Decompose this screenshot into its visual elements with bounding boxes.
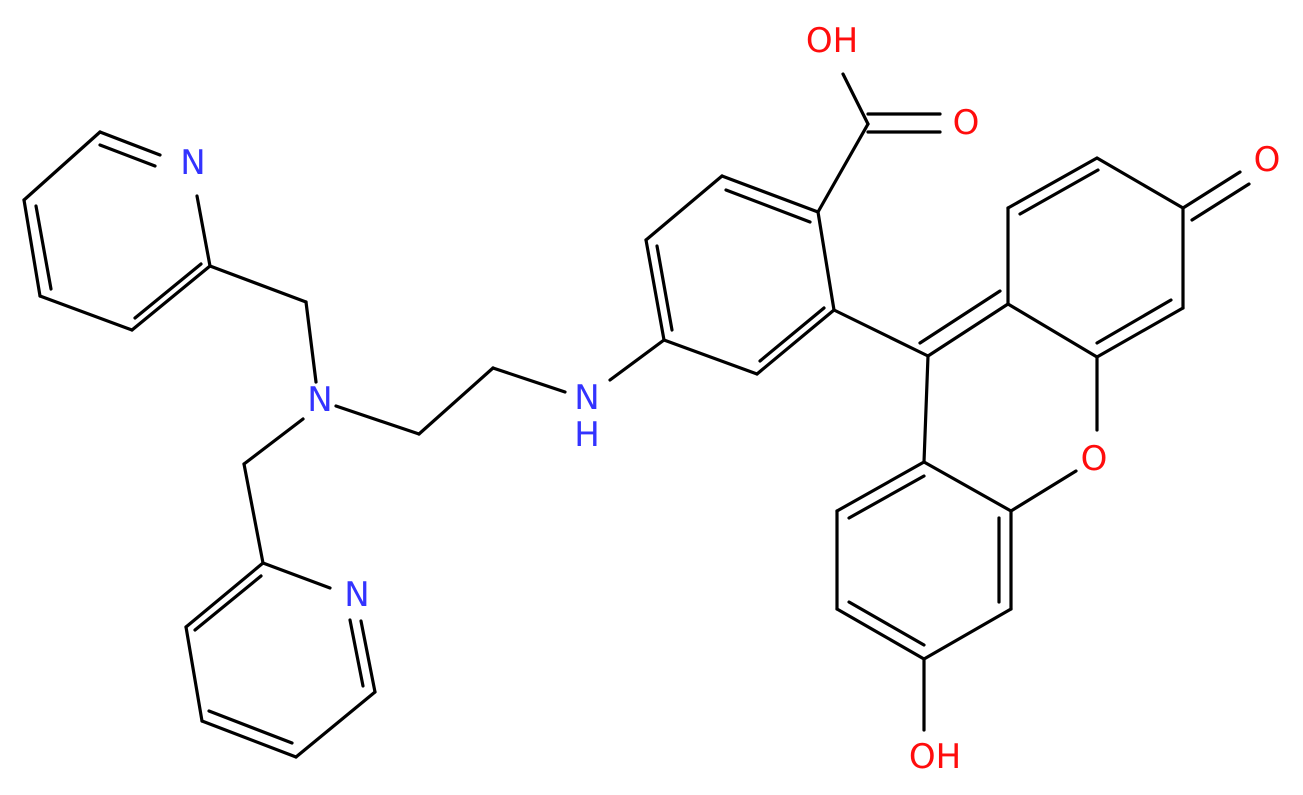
- bond: [98, 143, 157, 168]
- bond: [662, 338, 759, 376]
- bond: [242, 462, 265, 565]
- bond: [841, 72, 870, 126]
- bond: [261, 561, 332, 590]
- bond: [1006, 156, 1099, 210]
- bond: [608, 338, 666, 382]
- bond: [193, 574, 263, 632]
- bond: [816, 210, 836, 312]
- bond: [334, 404, 421, 436]
- bond: [184, 561, 265, 629]
- bond: [242, 417, 305, 466]
- bond: [208, 264, 308, 304]
- bond: [835, 460, 926, 513]
- atom-nh: N: [574, 378, 599, 418]
- bond: [922, 354, 930, 464]
- atom-oh-phenol: OH: [909, 737, 961, 777]
- bond: [1181, 170, 1242, 210]
- atom-nh-hydrogen: H: [574, 415, 600, 455]
- bond: [755, 308, 836, 376]
- bond: [720, 174, 820, 214]
- bond: [847, 474, 926, 520]
- bond: [644, 174, 724, 242]
- atom-o-acid: O: [953, 103, 980, 143]
- bond: [1095, 306, 1185, 359]
- bond: [655, 244, 674, 332]
- bond: [184, 625, 204, 723]
- bond: [417, 366, 495, 436]
- bond: [835, 607, 926, 661]
- bond: [22, 198, 42, 298]
- bond: [922, 460, 1013, 513]
- bond: [491, 366, 567, 394]
- atom-o-ketone: O: [1254, 140, 1281, 180]
- bond: [1095, 156, 1185, 210]
- bond: [644, 238, 666, 342]
- bond: [758, 306, 826, 363]
- bond: [294, 690, 377, 759]
- atom-n-pyridine-top: N: [180, 143, 205, 183]
- bond: [34, 204, 53, 291]
- bond: [724, 188, 812, 224]
- bond: [200, 719, 298, 759]
- bond: [195, 194, 212, 268]
- atom-n-pyridine-bottom: N: [344, 575, 369, 615]
- bond: [1009, 469, 1078, 513]
- bond: [847, 600, 926, 647]
- atom-labels: OH O O O OH N H N N N: [180, 21, 1280, 777]
- atom-oh-acid: OH: [806, 21, 858, 61]
- atom-n-amine: N: [307, 380, 332, 420]
- bond: [1018, 168, 1100, 216]
- bond: [359, 619, 377, 694]
- bond: [304, 300, 318, 384]
- bond: [1190, 182, 1251, 222]
- bond: [816, 122, 870, 214]
- bond: [926, 302, 1010, 358]
- bond: [922, 607, 1013, 661]
- bond: [130, 264, 212, 332]
- bond: [918, 289, 1002, 345]
- bond: [38, 294, 134, 332]
- bonds: [22, 72, 1251, 759]
- bond: [1006, 302, 1099, 359]
- bond: [832, 308, 930, 358]
- bond: [98, 130, 162, 157]
- bond: [348, 618, 365, 688]
- bond: [133, 262, 203, 320]
- bond: [1095, 298, 1173, 345]
- bond: [22, 130, 102, 202]
- bond: [207, 709, 294, 745]
- atom-o-ring: O: [1081, 439, 1108, 479]
